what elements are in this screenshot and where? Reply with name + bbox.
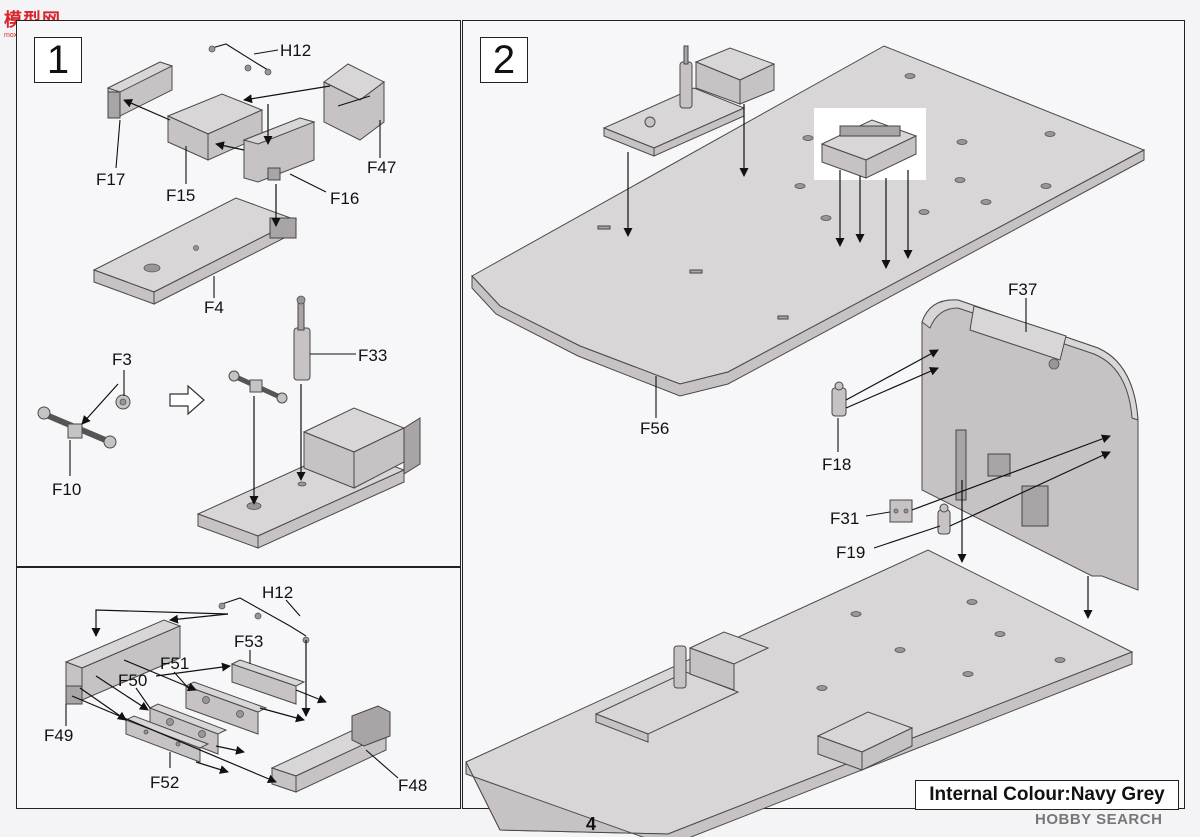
part-h12-bottom bbox=[218, 597, 310, 644]
step1b-drawing bbox=[64, 597, 399, 793]
part-f56-assembled bbox=[465, 549, 1134, 837]
label-f52: F52 bbox=[150, 773, 179, 792]
label-f48: F48 bbox=[398, 776, 427, 795]
label-f53: F53 bbox=[234, 632, 263, 651]
label-f18: F18 bbox=[822, 455, 851, 474]
label-f31: F31 bbox=[830, 509, 859, 528]
page-number: 4 bbox=[586, 814, 597, 834]
step2-number: 2 bbox=[480, 37, 528, 83]
part-f10 bbox=[37, 406, 117, 449]
part-f16 bbox=[242, 117, 316, 183]
label-f47: F47 bbox=[367, 158, 396, 177]
part-f19 bbox=[937, 503, 951, 535]
part-f18 bbox=[831, 381, 847, 417]
label-f3: F3 bbox=[112, 350, 132, 369]
hobby-search-watermark: HOBBY SEARCH bbox=[1035, 811, 1163, 828]
part-f4 bbox=[92, 197, 298, 305]
sequence-arrow-icon bbox=[169, 384, 205, 416]
part-f33 bbox=[293, 295, 311, 381]
label-f37: F37 bbox=[1008, 280, 1037, 299]
part-f4-assembled bbox=[196, 407, 421, 549]
label-f49: F49 bbox=[44, 726, 73, 745]
step1-drawing bbox=[37, 43, 421, 549]
step2-drawing bbox=[465, 45, 1146, 837]
label-f50: F50 bbox=[118, 671, 147, 690]
step1-number: 1 bbox=[34, 37, 82, 83]
part-f37 bbox=[921, 299, 1139, 591]
label-f19: F19 bbox=[836, 543, 865, 562]
label-f4: F4 bbox=[204, 298, 224, 317]
part-f52 bbox=[124, 715, 210, 763]
part-f3 bbox=[115, 394, 131, 410]
label-f51: F51 bbox=[160, 654, 189, 673]
part-f48 bbox=[270, 705, 391, 793]
part-f56 bbox=[471, 45, 1146, 397]
label-f15: F15 bbox=[166, 186, 195, 205]
label-f56: F56 bbox=[640, 419, 669, 438]
part-f17 bbox=[106, 61, 174, 119]
part-f4-subassembly bbox=[602, 45, 776, 157]
part-h12-top bbox=[208, 43, 272, 76]
internal-colour-note: Internal Colour:Navy Grey bbox=[915, 780, 1179, 810]
part-f53 bbox=[230, 659, 306, 705]
part-f10-assembled bbox=[228, 370, 288, 404]
label-h12-top: H12 bbox=[280, 41, 311, 60]
label-f16: F16 bbox=[330, 189, 359, 208]
part-f48-subassembly bbox=[820, 119, 918, 179]
label-f17: F17 bbox=[96, 170, 125, 189]
part-f47 bbox=[323, 63, 385, 141]
label-f33: F33 bbox=[358, 346, 387, 365]
label-h12-bottom: H12 bbox=[262, 583, 293, 602]
label-f10: F10 bbox=[52, 480, 81, 499]
part-f31 bbox=[889, 499, 913, 523]
